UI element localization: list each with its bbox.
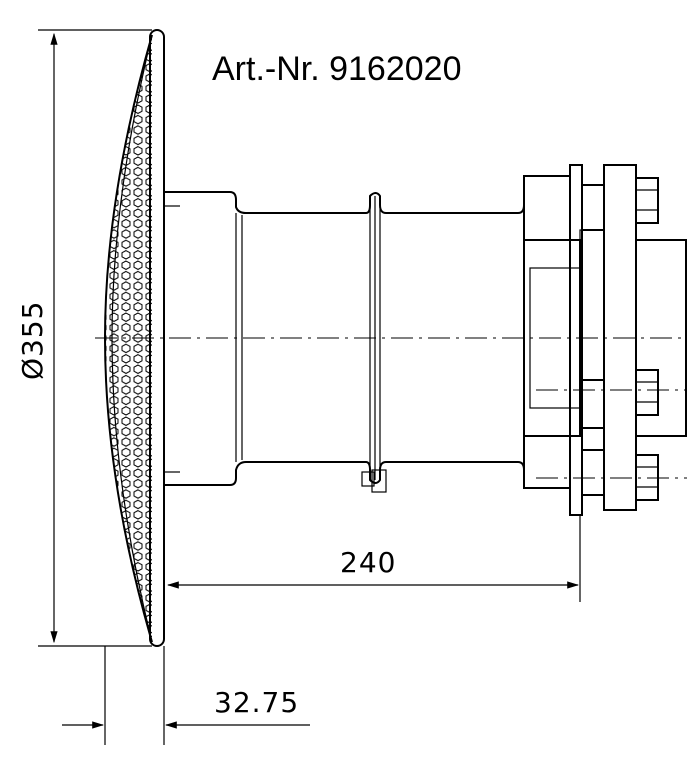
diameter-label: Ø355 bbox=[16, 301, 49, 380]
rear-mounting-assembly bbox=[523, 164, 687, 516]
tube-body bbox=[164, 175, 570, 493]
front-flange-plate bbox=[149, 29, 165, 647]
article-number-title: Art.-Nr. 9162020 bbox=[212, 50, 461, 88]
flange-depth-label: 32.75 bbox=[214, 686, 299, 719]
diameter-dimension: Ø355 bbox=[16, 29, 152, 647]
length-label: 240 bbox=[340, 546, 396, 579]
flange-depth-dimension: 32.75 bbox=[62, 646, 310, 745]
length-dimension: 240 bbox=[166, 515, 581, 602]
